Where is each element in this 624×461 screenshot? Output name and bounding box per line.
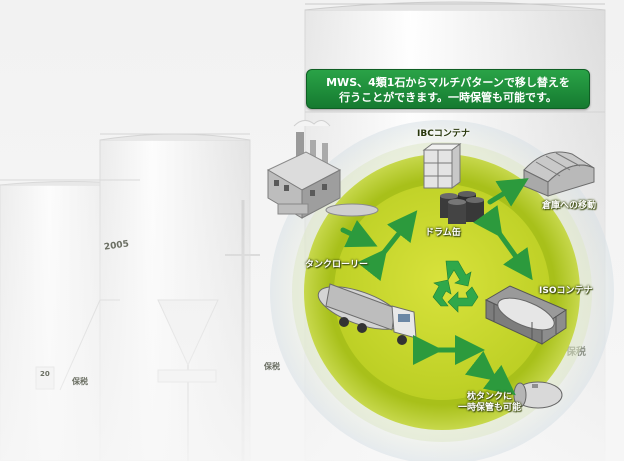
headline-banner: MWS、4類1石からマルチパターンで移し替えを 行うことができます。一時保管も可…	[306, 69, 590, 109]
arrow-drum-iso	[473, 205, 533, 281]
tanker-truck-icon	[317, 283, 417, 345]
warehouse-icon	[523, 151, 595, 197]
ibc-container-icon	[422, 143, 462, 189]
label-drum: ドラム缶	[425, 228, 461, 238]
label-warehouse: 倉庫への移動	[542, 201, 597, 211]
arrow-tanker-drum	[356, 210, 418, 282]
hozei-sign-1: 保税	[72, 377, 88, 386]
iso-container-icon	[484, 285, 568, 345]
hozei-sign-2: 保税	[264, 362, 280, 371]
label-iso-container: ISOコンテナ	[539, 286, 593, 296]
label-pillow-tank-line-1: 枕タンクに	[467, 392, 513, 402]
label-pillow-tank: 枕タンクに 一時保管も可能	[458, 392, 521, 414]
label-pillow-tank-line-2: 一時保管も可能	[458, 403, 522, 413]
arrow-to-pillow-tank	[464, 350, 516, 396]
recycle-icon	[432, 260, 479, 313]
route-number-sign: 20	[40, 370, 50, 378]
pillow-tank-icon	[513, 381, 563, 409]
arrow-drum-to-warehouse	[487, 178, 529, 207]
banner-line-1: MWS、4類1石からマルチパターンで移し替えを	[326, 76, 570, 89]
factory-icon	[266, 120, 379, 219]
label-tanker-truck: タンクローリー	[305, 260, 369, 270]
label-ibc-container: IBCコンテナ	[417, 129, 470, 139]
banner-line-2: 行うことができます。一時保管も可能です。	[339, 91, 557, 104]
